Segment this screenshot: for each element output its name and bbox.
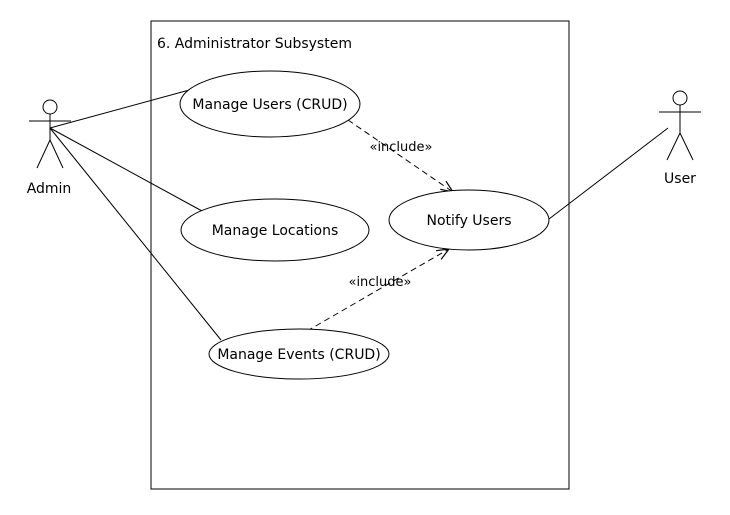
admin-actor-right-leg <box>49 139 64 169</box>
association-user-notify-users <box>548 127 669 220</box>
use-case-notify-users-oval <box>388 189 550 251</box>
association-admin-manage-events <box>49 127 222 341</box>
user-actor-left-leg <box>666 132 681 161</box>
admin-actor[interactable]: Admin <box>27 99 72 197</box>
use-case-notify-users[interactable]: Notify Users <box>388 189 550 251</box>
user-actor-label: User <box>664 171 696 187</box>
use-case-manage-users-label: Manage Users (CRUD) <box>192 97 347 113</box>
use-case-manage-locations-oval <box>180 198 370 262</box>
use-case-manage-events-label: Manage Events (CRUD) <box>217 347 380 363</box>
use-case-notify-users-label: Notify Users <box>426 213 511 229</box>
use-case-manage-locations-label: Manage Locations <box>212 223 339 239</box>
subsystem-title: 6. Administrator Subsystem <box>157 36 352 52</box>
admin-actor-left-leg <box>36 139 51 169</box>
association-admin-manage-users <box>49 88 194 129</box>
include-arrow-manage-users-to-notify <box>347 119 453 192</box>
admin-actor-label: Admin <box>27 181 72 197</box>
user-actor-right-leg <box>679 132 694 161</box>
use-case-manage-users[interactable]: Manage Users (CRUD) <box>179 70 361 138</box>
association-admin-manage-locations <box>49 127 203 212</box>
use-case-manage-events-oval <box>208 328 390 380</box>
admin-actor-head <box>42 99 58 115</box>
include-arrow-manage-events-to-notify <box>306 249 449 332</box>
user-actor[interactable]: User <box>659 90 701 187</box>
use-case-manage-users-oval <box>179 70 361 138</box>
include-label-manage-users: «include» <box>369 140 432 155</box>
use-case-manage-events[interactable]: Manage Events (CRUD) <box>208 328 390 380</box>
subsystem-boundary <box>150 20 570 490</box>
use-case-manage-locations[interactable]: Manage Locations <box>180 198 370 262</box>
user-actor-head <box>672 90 688 106</box>
include-label-manage-events: «include» <box>348 275 411 290</box>
